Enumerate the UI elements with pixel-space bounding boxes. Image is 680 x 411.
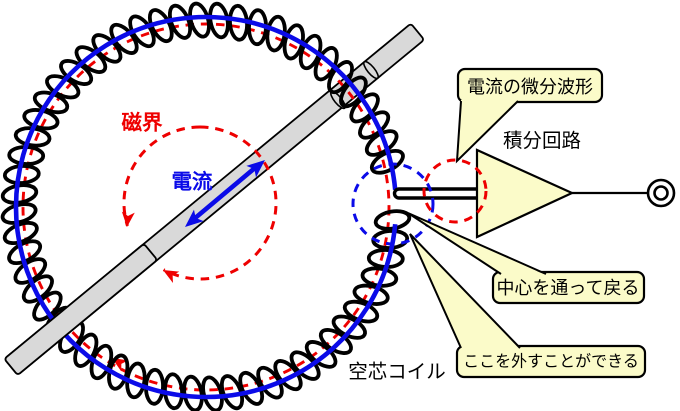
coil-loop <box>208 1 230 40</box>
junction-blue-dashed-circle <box>351 162 435 246</box>
current-arrow <box>185 160 265 227</box>
probe-red-dashed-circle <box>422 158 488 224</box>
return-wire-circle <box>13 14 398 400</box>
output-wire-pair <box>392 187 477 200</box>
callout-differential-waveform: 電流の微分波形 <box>455 67 604 164</box>
coil-loop <box>182 374 204 411</box>
callout-differential-waveform-text: 電流の微分波形 <box>467 77 593 97</box>
coil-loop <box>0 183 39 205</box>
field-arrowhead-bottom <box>163 270 180 283</box>
output-connector <box>646 178 676 208</box>
rod-cut-cap-outer <box>362 60 380 80</box>
callout-can-detach-here-text: ここを外すことができる <box>463 353 639 371</box>
callout-return-through-center: 中心を通って戻る <box>407 212 646 305</box>
air-core-coil-label: 空芯コイル <box>348 361 446 383</box>
integrator-triangle <box>475 148 575 239</box>
integrator-label: 積分回路 <box>503 130 581 152</box>
magnetic-field-label: 磁界 <box>122 111 163 135</box>
conductor-rod-front <box>4 244 157 375</box>
coil-loop <box>89 343 114 381</box>
field-circle-around-rod <box>121 125 278 283</box>
field-arrowhead-left <box>121 211 135 227</box>
callout-return-through-center-text: 中心を通って戻る <box>496 278 639 298</box>
coil-loop <box>32 90 70 115</box>
callout-can-detach-here: ここを外すことができる <box>409 233 647 379</box>
coil-loop <box>373 209 412 231</box>
field-path-ring-dashed <box>21 22 391 392</box>
current-label: 電流 <box>172 170 213 194</box>
field-ring-arrowhead <box>112 358 129 372</box>
